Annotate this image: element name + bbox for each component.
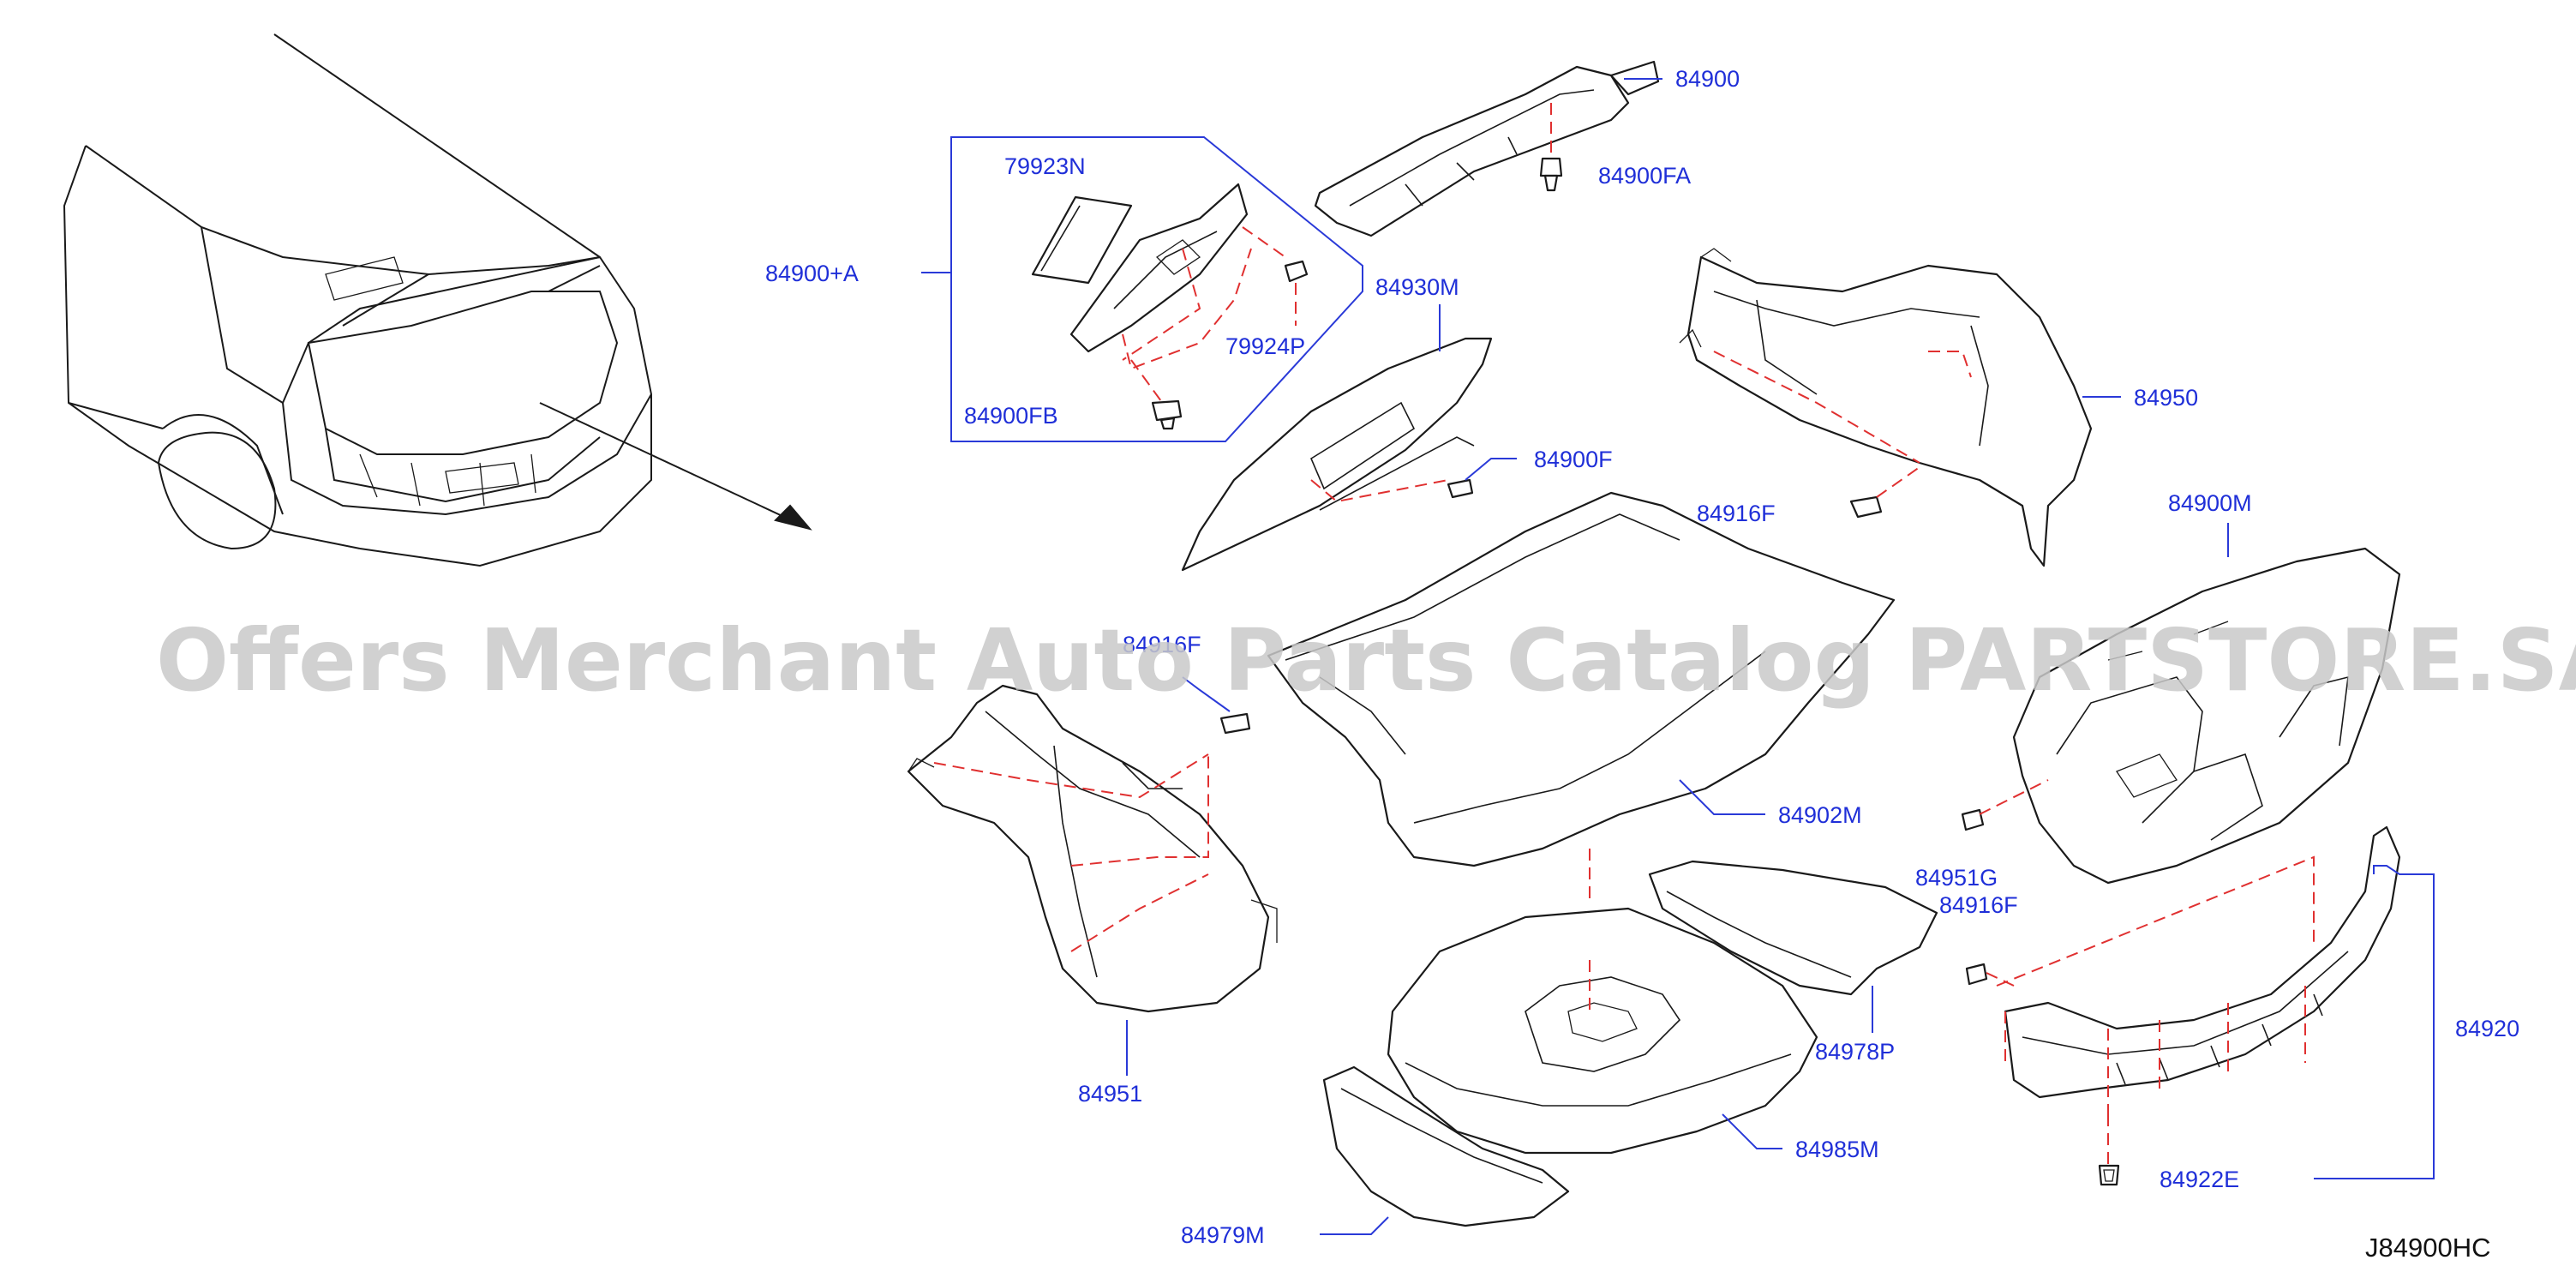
clip-84900FA-icon [1539, 157, 1563, 192]
label-79923N[interactable]: 79923N [1004, 153, 1086, 179]
part-84985M-spare-tire-cover [1387, 907, 1818, 1155]
label-84930M[interactable]: 84930M [1375, 274, 1459, 300]
part-84900-rear-parcel-finisher [1314, 60, 1660, 237]
vehicle-rear-view-illustration [63, 33, 812, 567]
label-79924P[interactable]: 79924P [1225, 333, 1305, 359]
part-84920-rear-panel-finisher [2004, 825, 2401, 1099]
part-84900M-trunk-lid-finisher [2012, 547, 2401, 885]
label-84916F-right[interactable]: 84916F [1939, 892, 2018, 918]
clip-84951G-icon [1961, 808, 1985, 831]
clip-84900FB-icon [1151, 399, 1183, 430]
label-84916F-left[interactable]: 84916F [1123, 632, 1201, 657]
label-84922E[interactable]: 84922E [2160, 1167, 2239, 1192]
label-84902M[interactable]: 84902M [1778, 802, 1862, 828]
part-79924P-bracket [1069, 183, 1249, 353]
part-84978P-side-board [1648, 860, 1938, 996]
label-84978P[interactable]: 84978P [1815, 1039, 1895, 1065]
label-84951[interactable]: 84951 [1078, 1081, 1142, 1107]
drawing-code: J84900HC [2365, 1233, 2490, 1263]
label-84900F[interactable]: 84900F [1534, 447, 1613, 472]
part-84950-rear-side-finisher-rh [1679, 248, 2093, 567]
part-84930M-parcel-shelf [1181, 337, 1493, 572]
watermark-text: Offers Merchant Auto Parts Catalog PARTS… [156, 610, 2576, 711]
label-84951G[interactable]: 84951G [1915, 865, 1998, 891]
part-84902M-trunk-floor-carpet [1267, 491, 1896, 867]
label-84900A[interactable]: 84900+A [765, 261, 859, 286]
part-84979M-front-board [1322, 1065, 1570, 1227]
label-84950[interactable]: 84950 [2134, 385, 2198, 411]
part-79923N-filter-pad [1031, 195, 1133, 285]
clip-84916F-right-icon [1965, 963, 1988, 986]
part-84951-rear-side-finisher-lh [907, 684, 1278, 1013]
label-84900[interactable]: 84900 [1675, 66, 1740, 92]
clip-84922E-icon [2098, 1164, 2120, 1186]
kit-84900A-bracket-box [950, 136, 1363, 442]
clip-84900F-icon [1447, 478, 1474, 499]
label-84900FB[interactable]: 84900FB [964, 403, 1058, 429]
label-84900FA[interactable]: 84900FA [1598, 163, 1691, 189]
label-84985M[interactable]: 84985M [1795, 1137, 1879, 1162]
clip-84916F-left-icon [1219, 712, 1251, 735]
clip-84916F-upper-icon [1849, 495, 1883, 519]
label-84979M[interactable]: 84979M [1181, 1222, 1265, 1248]
label-84916F-upper[interactable]: 84916F [1697, 501, 1776, 526]
clip-79924P-icon [1284, 260, 1309, 283]
label-84920[interactable]: 84920 [2455, 1016, 2519, 1041]
label-84900M[interactable]: 84900M [2168, 490, 2252, 516]
